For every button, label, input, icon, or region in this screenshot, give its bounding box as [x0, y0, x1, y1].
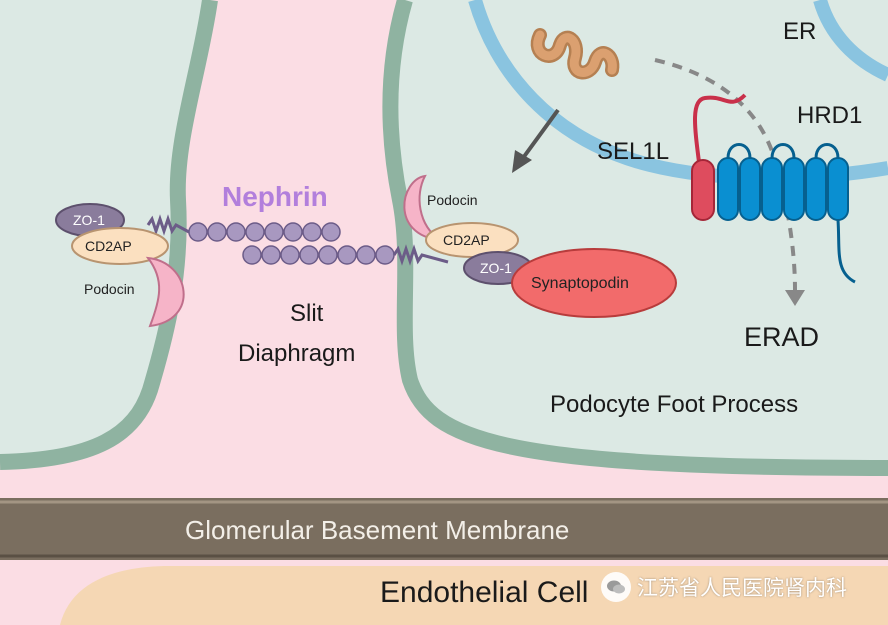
sel1l-label: SEL1L	[597, 138, 670, 165]
left-cd2ap-label: CD2AP	[85, 238, 132, 254]
right-cd2ap-label: CD2AP	[443, 232, 490, 248]
synaptopodin	[511, 248, 677, 318]
endothelial-cell-label: Endothelial Cell	[380, 576, 589, 609]
watermark: 江苏省人民医院肾内科	[601, 572, 847, 602]
watermark-text: 江苏省人民医院肾内科	[637, 576, 847, 600]
sel1l-protein	[691, 159, 715, 221]
slit-label: Slit	[290, 300, 324, 327]
right-zo1-label: ZO-1	[480, 260, 512, 276]
left-cd2ap	[71, 227, 169, 265]
er-membrane-upper	[813, 0, 888, 82]
left-zo1-label: ZO-1	[73, 212, 105, 228]
right-foot-process	[390, 0, 888, 468]
hrd1-protein	[717, 157, 849, 221]
synaptopodin-label: Synaptopodin	[531, 275, 629, 292]
nephrin-chains	[188, 222, 395, 265]
translocation-arrow	[521, 108, 560, 160]
left-podocin	[145, 256, 185, 328]
nephrin-label: Nephrin	[222, 181, 328, 212]
left-podocin-label: Podocin	[84, 281, 135, 297]
gbm-band	[0, 498, 888, 560]
right-podocin-label: Podocin	[427, 192, 478, 208]
sel1l-loop	[693, 93, 747, 171]
er-label: ER	[783, 18, 817, 45]
hrd1-label: HRD1	[797, 102, 863, 129]
diaphragm-label: Diaphragm	[238, 340, 356, 367]
right-foot-process-membrane	[382, 0, 888, 476]
wechat-icon	[601, 572, 631, 602]
endothelial-cell-shape	[60, 566, 888, 625]
gbm-label: Glomerular Basement Membrane	[185, 515, 570, 545]
podocyte-foot-process-label: Podocyte Foot Process	[550, 391, 799, 418]
erad-label: ERAD	[744, 322, 820, 352]
